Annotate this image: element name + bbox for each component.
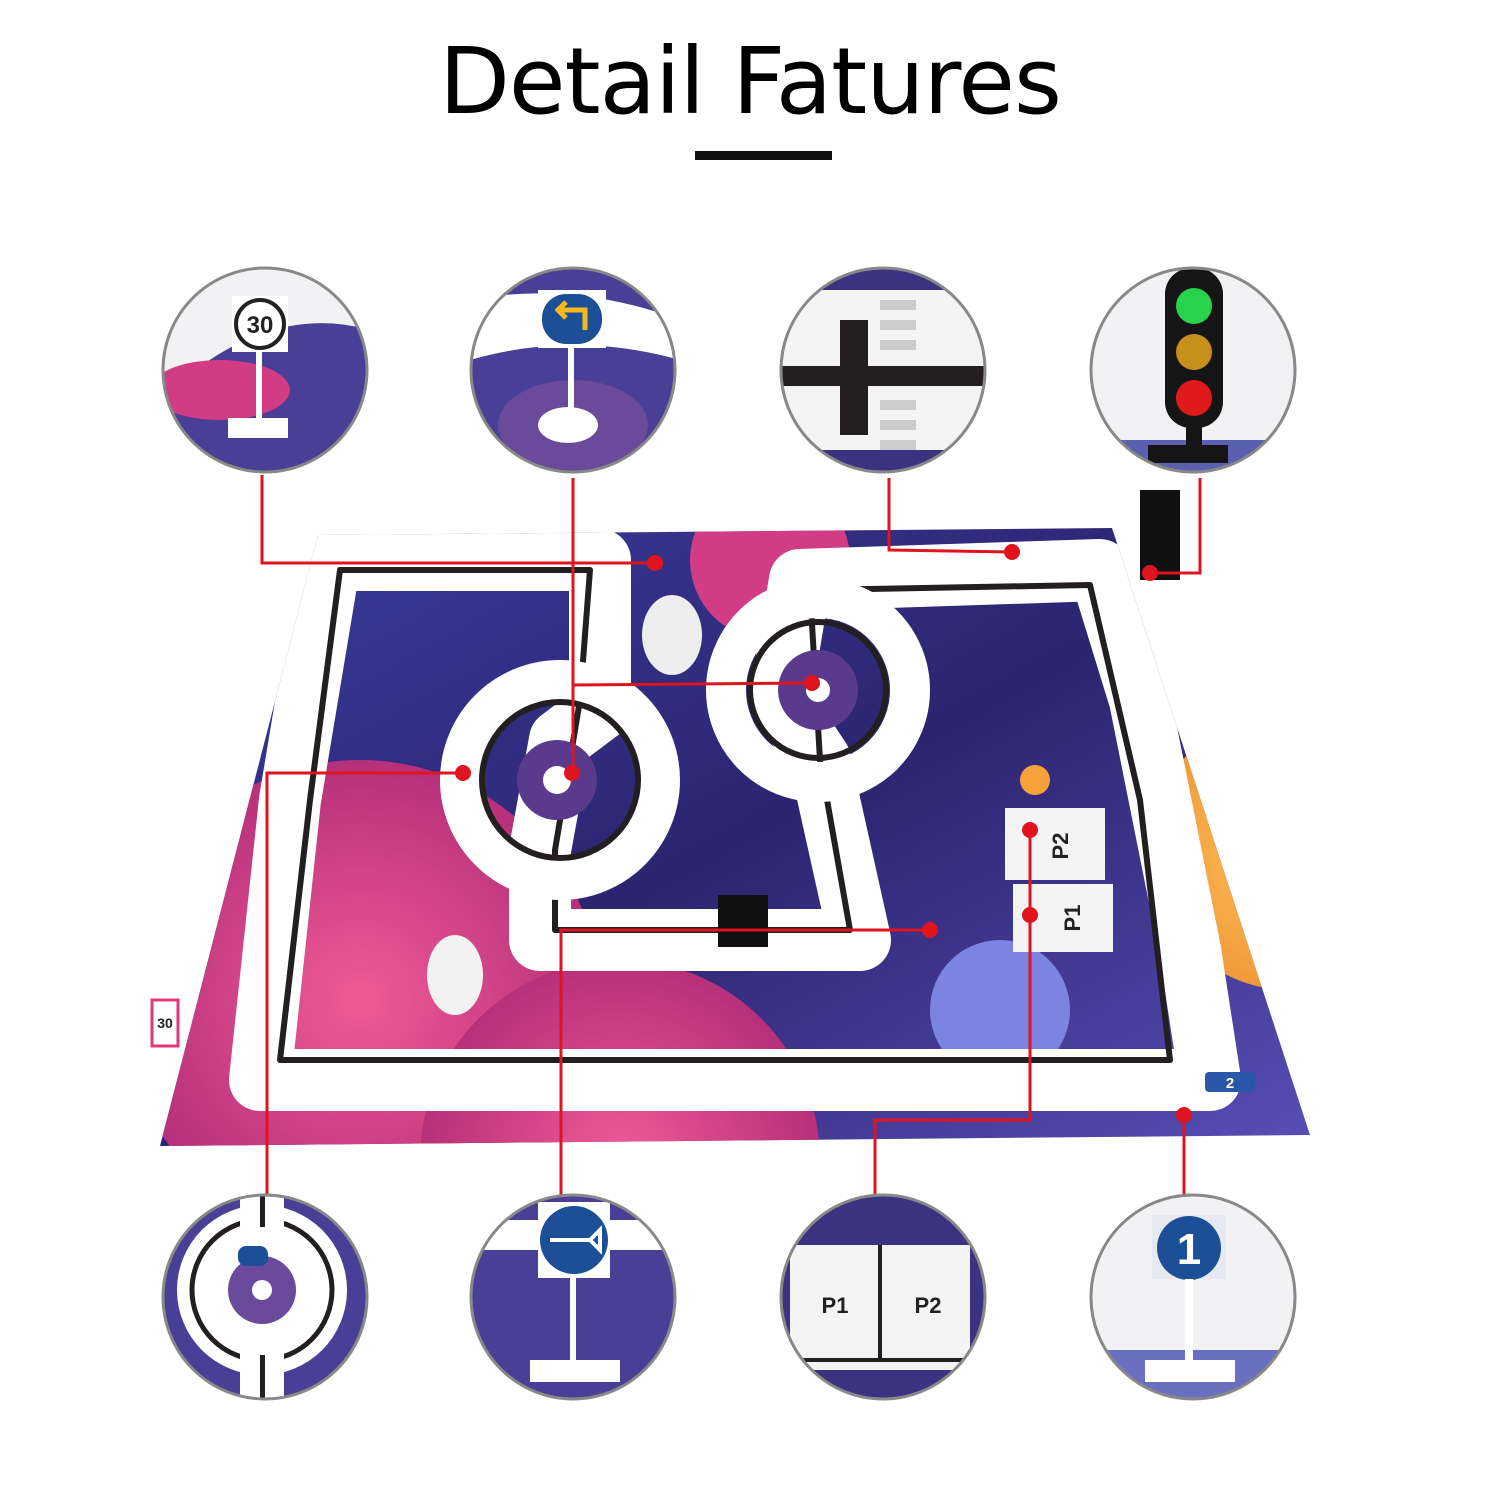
parking-label-p2: P2: [915, 1293, 942, 1318]
detail-track-crossing: [781, 268, 985, 472]
detail-horn-sign: [471, 1195, 675, 1399]
page-title: Detail Fatures: [439, 28, 1062, 135]
detail-number-sign: 1: [1091, 1195, 1295, 1399]
mat-sign-30: 30: [157, 1015, 173, 1031]
mat-parking-p1: P1: [1060, 905, 1085, 932]
mat-parking-p2: P2: [1048, 833, 1073, 860]
traffic-light-on-mat: [1140, 490, 1180, 580]
speed-limit-text: 30: [247, 312, 274, 339]
number-sign-text: 1: [1177, 1225, 1201, 1274]
detail-roundabout: [163, 1195, 367, 1399]
detail-speed-limit-sign: 30: [163, 268, 367, 472]
robot-car: [718, 895, 768, 947]
detail-traffic-light: [1091, 268, 1295, 472]
connector-lines: [260, 475, 1202, 1195]
detail-parking-spots: P1 P2: [781, 1195, 985, 1399]
title-underline: [695, 151, 832, 160]
mat-sign-2: 2: [1226, 1075, 1234, 1092]
parking-label-p1: P1: [822, 1293, 849, 1318]
detail-turn-left-sign: [471, 268, 675, 472]
